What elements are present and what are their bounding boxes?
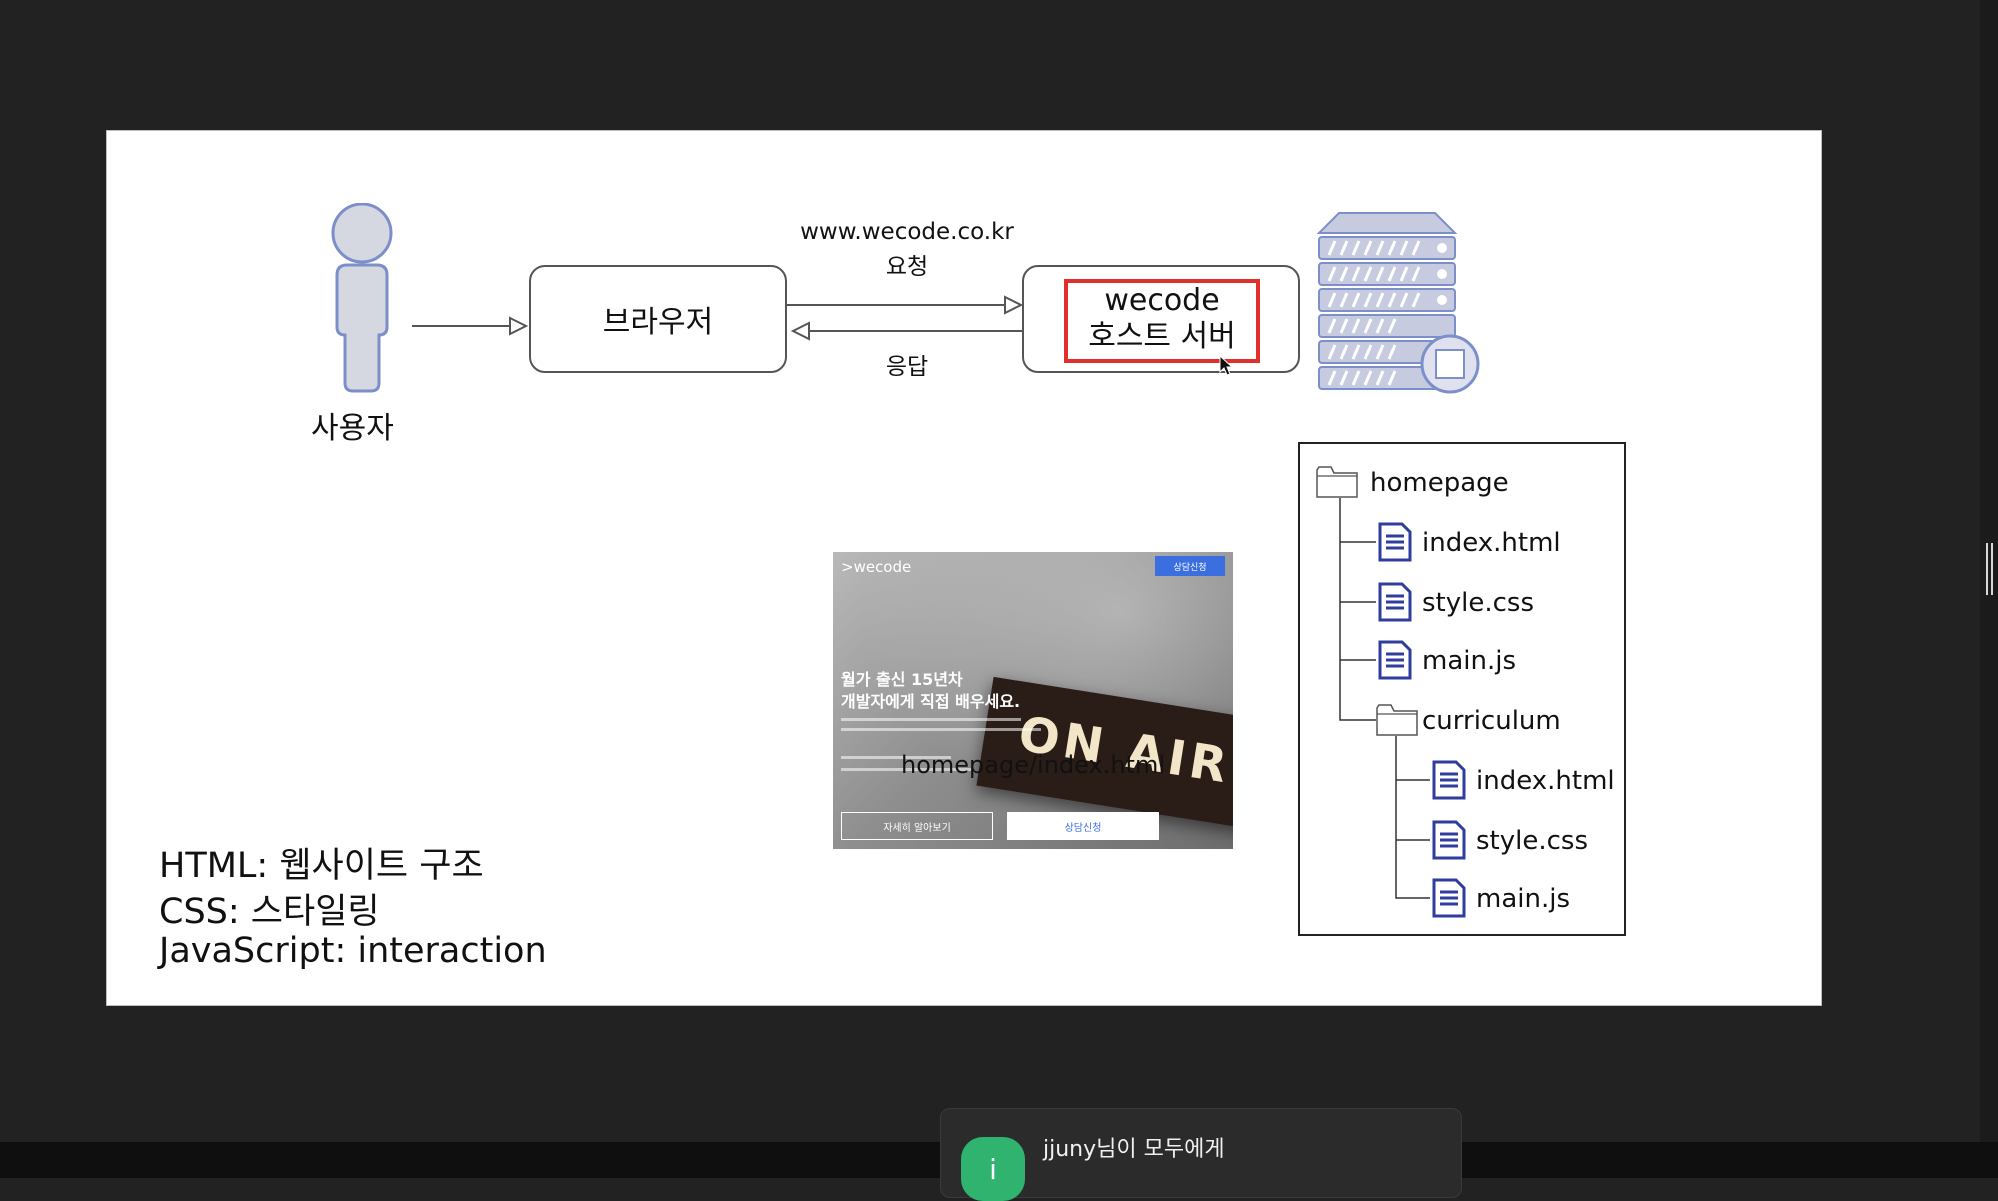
tree-item-homepage: homepage <box>1370 468 1509 498</box>
tree-item-index-html: index.html <box>1422 528 1561 558</box>
tree-item-curriculum-style-css: style.css <box>1476 826 1588 856</box>
resize-handle[interactable] <box>1986 543 1988 595</box>
file-icon <box>1432 878 1466 918</box>
tree-item-curriculum: curriculum <box>1422 706 1561 736</box>
right-edge-strip <box>1980 0 1998 1142</box>
tech-line-css: CSS: 스타일링 <box>159 892 380 932</box>
chat-sender-text: jjuny님이 모두에게 <box>1043 1137 1225 1162</box>
resize-handle-line[interactable] <box>1991 543 1993 595</box>
folder-icon <box>1316 466 1358 498</box>
request-url: www.wecode.co.kr <box>800 219 1014 245</box>
browser-label: 브라우저 <box>602 305 714 340</box>
host-server-box: wecode 호스트 서버 <box>1022 265 1300 373</box>
preview-headline-1: 월가 출신 15년차 <box>841 670 963 689</box>
file-icon <box>1432 760 1466 800</box>
user-label: 사용자 <box>311 411 394 446</box>
website-preview-image: ON AIR >wecode 상담신청 월가 출신 15년차 개발자에게 직접 … <box>833 552 1233 849</box>
server-box-title: wecode <box>1104 283 1220 318</box>
preview-headline-2: 개발자에게 직접 배우세요. <box>841 692 1021 711</box>
tree-connector-lines <box>1339 498 1430 899</box>
chat-avatar: i <box>961 1137 1025 1201</box>
folder-icon <box>1376 704 1418 736</box>
preview-consult-button: 상담신청 <box>1007 812 1159 840</box>
tree-item-style-css: style.css <box>1422 588 1534 618</box>
request-label: 요청 <box>885 254 929 280</box>
preview-caption: homepage/index.html <box>900 751 1166 779</box>
user-to-browser-arrow <box>412 316 529 336</box>
file-tree: homepage index.html style.css main.js cu… <box>1298 442 1626 936</box>
file-icon <box>1378 582 1412 622</box>
server-rack-icon <box>1317 212 1480 394</box>
server-box-subtitle: 호스트 서버 <box>1088 319 1236 354</box>
preview-consult-cta: 상담신청 <box>1155 556 1225 576</box>
browser-box: 브라우저 <box>529 265 787 373</box>
tree-item-curriculum-index-html: index.html <box>1476 766 1615 796</box>
tree-item-main-js: main.js <box>1422 646 1516 676</box>
file-icon <box>1378 640 1412 680</box>
preview-logo: >wecode <box>841 558 912 576</box>
tree-item-curriculum-main-js: main.js <box>1476 884 1570 914</box>
user-person-icon <box>331 203 393 393</box>
file-icon <box>1378 522 1412 562</box>
mouse-cursor-icon <box>1219 355 1234 376</box>
preview-more-button: 자세히 알아보기 <box>841 812 993 840</box>
highlight-rectangle <box>1064 279 1260 363</box>
chat-notification[interactable]: i jjuny님이 모두에게 <box>940 1108 1462 1201</box>
request-response-arrows <box>787 295 1027 341</box>
tech-line-html: HTML: 웹사이트 구조 <box>159 846 484 886</box>
response-label: 응답 <box>885 354 929 380</box>
tech-line-js: JavaScript: interaction <box>159 931 547 971</box>
file-icon <box>1432 820 1466 860</box>
